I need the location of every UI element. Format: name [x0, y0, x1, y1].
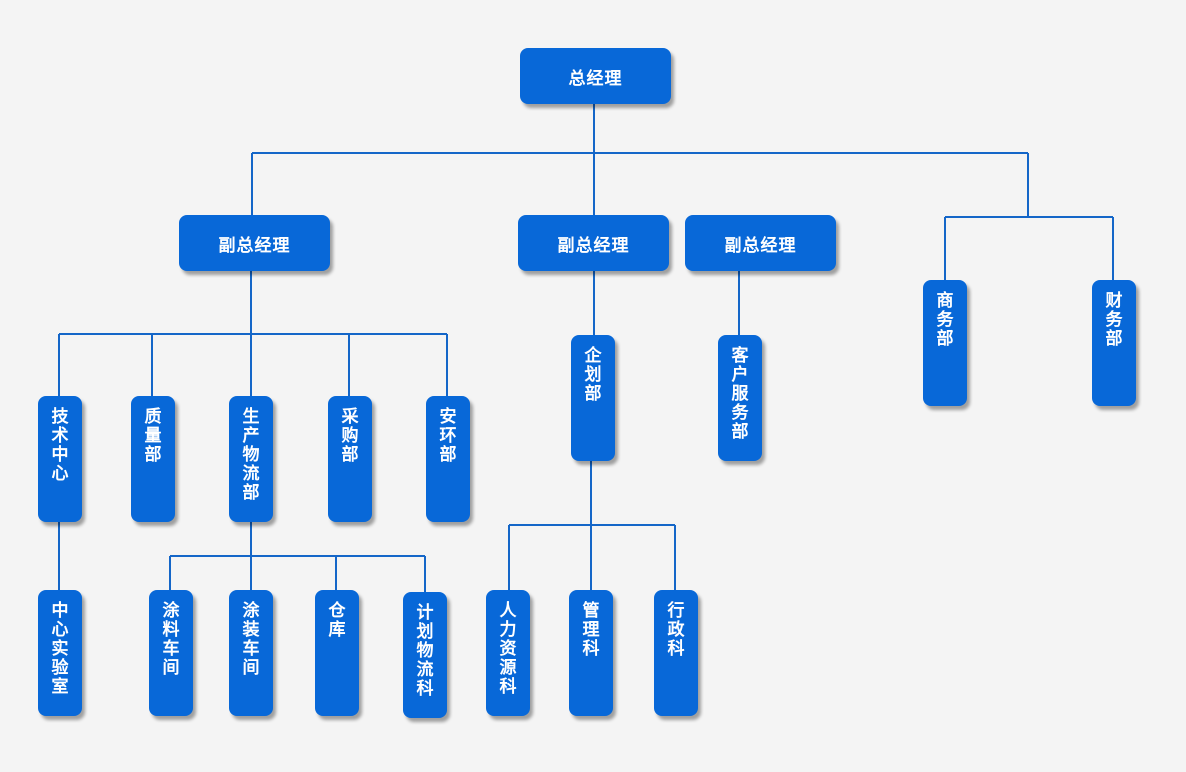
plan-logistics-box: 计划物流科	[403, 592, 447, 718]
admin-section-label: 行政科	[667, 601, 685, 659]
warehouse-box: 仓库	[315, 590, 359, 716]
plan-logistics-label: 计划物流科	[416, 603, 434, 699]
admin-section-box: 行政科	[654, 590, 698, 716]
finance-dept-label: 财务部	[1105, 291, 1123, 349]
purchasing-dept-box: 采购部	[328, 396, 372, 522]
central-lab-label: 中心实验室	[51, 601, 69, 697]
safety-env-dept-box: 安环部	[426, 396, 470, 522]
planning-dept-box: 企划部	[571, 335, 615, 461]
vice-gm-box-2: 副总经理	[518, 215, 669, 271]
coating-workshop-box: 涂料车间	[149, 590, 193, 716]
customer-service-label: 客户服务部	[731, 346, 749, 442]
tech-center-label: 技术中心	[51, 407, 69, 484]
management-section-label: 管理科	[582, 601, 600, 659]
coating-workshop-label: 涂料车间	[162, 601, 180, 678]
painting-workshop-label: 涂装车间	[242, 601, 260, 678]
customer-service-box: 客户服务部	[718, 335, 762, 461]
vice-gm-box-1: 副总经理	[179, 215, 330, 271]
commerce-dept-box: 商务部	[923, 280, 967, 406]
ceo-box: 总经理	[520, 48, 671, 104]
quality-dept-label: 质量部	[144, 407, 162, 465]
planning-dept-label: 企划部	[584, 346, 602, 404]
management-section-box: 管理科	[569, 590, 613, 716]
painting-workshop-box: 涂装车间	[229, 590, 273, 716]
warehouse-label: 仓库	[328, 601, 346, 640]
tech-center-box: 技术中心	[38, 396, 82, 522]
hr-section-box: 人力资源科	[486, 590, 530, 716]
purchasing-dept-label: 采购部	[341, 407, 359, 465]
finance-dept-box: 财务部	[1092, 280, 1136, 406]
quality-dept-box: 质量部	[131, 396, 175, 522]
vice-gm-box-3: 副总经理	[685, 215, 836, 271]
production-logistics-box: 生产物流部	[229, 396, 273, 522]
safety-env-dept-label: 安环部	[439, 407, 457, 465]
hr-section-label: 人力资源科	[499, 601, 517, 697]
production-logistics-label: 生产物流部	[242, 407, 260, 503]
commerce-dept-label: 商务部	[936, 291, 954, 349]
central-lab-box: 中心实验室	[38, 590, 82, 716]
